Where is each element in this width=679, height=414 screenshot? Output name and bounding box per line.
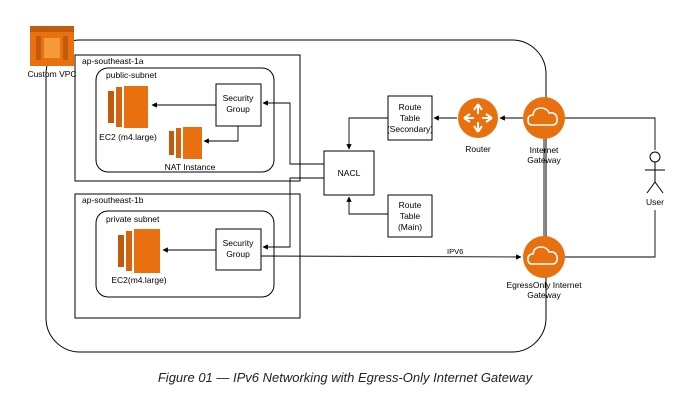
rt-sec-line1: Route	[399, 102, 422, 112]
router-label: Router	[465, 144, 491, 154]
private-subnet-label: private subnet	[106, 214, 160, 224]
sg-b-line1: Security	[223, 238, 254, 248]
eigw-line2: Gateway	[527, 290, 561, 300]
figure-caption: Figure 01 — IPv6 Networking with Egress-…	[158, 370, 534, 385]
rt-sec-line3: (Secondary)	[387, 124, 433, 134]
sg-b-line2: Group	[226, 249, 250, 259]
edge-igw-to-user	[565, 117, 656, 150]
vpc-boundary	[45, 39, 547, 353]
vpc-icon	[30, 26, 74, 66]
edge-sgb-to-eigw	[260, 254, 522, 260]
vpc-label: Custom VPC	[27, 69, 76, 79]
connectors	[151, 100, 656, 260]
edge-sga-to-nat	[203, 126, 239, 144]
security-group-b	[215, 228, 262, 271]
rt-main-line2: Table	[400, 211, 421, 221]
rt-main-line1: Route	[399, 200, 422, 210]
public-subnet-box	[95, 67, 275, 173]
route-table-secondary	[387, 95, 433, 141]
user-icon	[645, 151, 665, 194]
nat-instance-icon	[169, 127, 202, 159]
ipv6-label: IPV6	[447, 247, 463, 256]
nacl-label: NACL	[338, 168, 361, 178]
edge-rtmain-to-nacl	[346, 196, 388, 215]
az-a-box	[74, 54, 301, 182]
nacl-box	[323, 150, 375, 196]
eigw-line1: EgressOnly Internet	[506, 280, 582, 290]
public-subnet-label: public-subnet	[106, 70, 157, 80]
user-label: User	[646, 197, 664, 207]
rt-main-line3: (Main)	[398, 222, 422, 232]
nat-label: NAT Instance	[165, 162, 216, 172]
az-a-label: ap-southeast-1a	[82, 56, 144, 66]
internet-gateway-icon	[523, 97, 565, 139]
ec2-a-label: EC2 (m4.large)	[99, 132, 157, 142]
rt-sec-line2: Table	[400, 113, 421, 123]
private-subnet-box	[95, 210, 275, 298]
sg-a-line1: Security	[223, 93, 254, 103]
ec2-instance-icon	[108, 86, 148, 128]
edge-nacl-to-sgb	[262, 177, 324, 250]
edge-eigw-to-user	[565, 210, 656, 258]
edge-rtsec-to-nacl	[346, 117, 388, 150]
route-table-main	[387, 194, 433, 238]
ec2-instance-icon	[118, 229, 160, 273]
sg-a-line2: Group	[226, 104, 250, 114]
az-b-label: ap-southeast-1b	[82, 195, 144, 205]
egress-only-gateway-icon	[523, 236, 565, 278]
router-icon	[458, 98, 498, 138]
ec2-b-label: EC2(m4.large)	[111, 275, 166, 285]
edge-nacl-to-sga	[262, 100, 324, 165]
